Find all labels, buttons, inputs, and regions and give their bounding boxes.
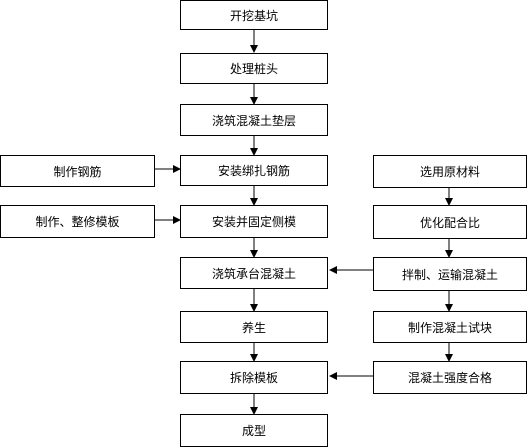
step-curing: 养生 bbox=[180, 311, 328, 343]
step-pour-cap-concrete: 浇筑承台混凝土 bbox=[180, 257, 328, 289]
step-remove-forms: 拆除模板 bbox=[180, 361, 328, 394]
right-select-materials: 选用原材料 bbox=[373, 155, 527, 188]
right-make-test-blocks: 制作混凝土试块 bbox=[373, 311, 527, 343]
right-optimize-mix: 优化配合比 bbox=[373, 205, 527, 239]
input-make-rebar: 制作钢筋 bbox=[0, 155, 155, 187]
step-install-rebar: 安装绑扎钢筋 bbox=[180, 155, 328, 186]
step-install-side-forms: 安装并固定侧模 bbox=[180, 205, 328, 238]
step-treat-pile-heads: 处理桩头 bbox=[180, 53, 328, 84]
step-pour-concrete-cushion: 浇筑混凝土垫层 bbox=[180, 104, 328, 136]
step-finished: 成型 bbox=[180, 414, 328, 447]
input-make-formwork: 制作、整修模板 bbox=[0, 205, 155, 238]
right-strength-qualified: 混凝土强度合格 bbox=[373, 361, 527, 394]
step-excavate-pit: 开挖基坑 bbox=[180, 0, 328, 30]
right-mix-transport: 拌制、运输混凝土 bbox=[373, 257, 527, 291]
